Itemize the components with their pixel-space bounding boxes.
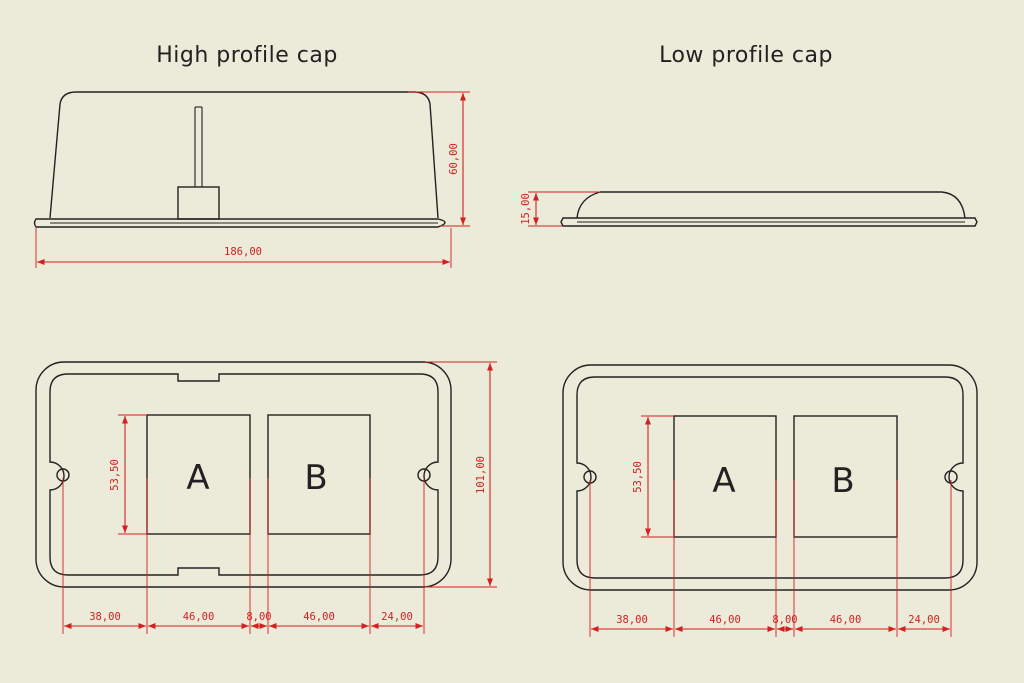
- dim-24: 24,00: [381, 611, 413, 623]
- dim-46-a: 46,00: [709, 614, 741, 626]
- dim-38: 38,00: [616, 614, 648, 626]
- high-profile-side-dimensions: 60,00 186,00: [35, 91, 470, 268]
- dim-width-186: 186,00: [224, 246, 262, 258]
- dim-slot-height: 53,50: [632, 461, 644, 493]
- bottom-dimension-chain: 38,00 46,00 8,00 46,00 24,00: [62, 478, 425, 634]
- dim-24: 24,00: [908, 614, 940, 626]
- dim-38: 38,00: [89, 611, 121, 623]
- dim-46-b: 46,00: [830, 614, 862, 626]
- dim-height-60: 60,00: [448, 143, 460, 175]
- dim-46-b: 46,00: [303, 611, 335, 623]
- slot-a-label: A: [186, 458, 209, 498]
- dim-slot-height: 53,50: [109, 459, 121, 491]
- slot-b-label: B: [304, 458, 327, 498]
- high-profile-title: High profile cap: [156, 43, 338, 68]
- dim-8: 8,00: [772, 614, 797, 626]
- high-profile-top-view: A B: [35, 361, 452, 588]
- low-profile-top-view: A B: [562, 364, 978, 591]
- high-profile-top-dimensions: 53,50 101,00 38,00 46,00 8,00 46,00 24,00: [62, 361, 497, 634]
- dim-height-15: 15,00: [520, 193, 532, 225]
- high-profile-side-view: [33, 91, 446, 228]
- slot-b-label: B: [831, 461, 854, 501]
- low-profile-title: Low profile cap: [659, 43, 833, 68]
- slot-a-label: A: [712, 461, 735, 501]
- dim-46-a: 46,00: [183, 611, 215, 623]
- dim-8: 8,00: [246, 611, 271, 623]
- bottom-dimension-chain: 38,00 46,00 8,00 46,00 24,00: [589, 480, 952, 637]
- low-profile-side-dimensions: 15,00: [520, 191, 600, 227]
- dim-overall-height: 101,00: [475, 456, 487, 494]
- low-profile-top-dimensions: 53,50 38,00 46,00 8,00 46,00 24,00: [589, 415, 952, 637]
- low-profile-side-view: [560, 191, 978, 227]
